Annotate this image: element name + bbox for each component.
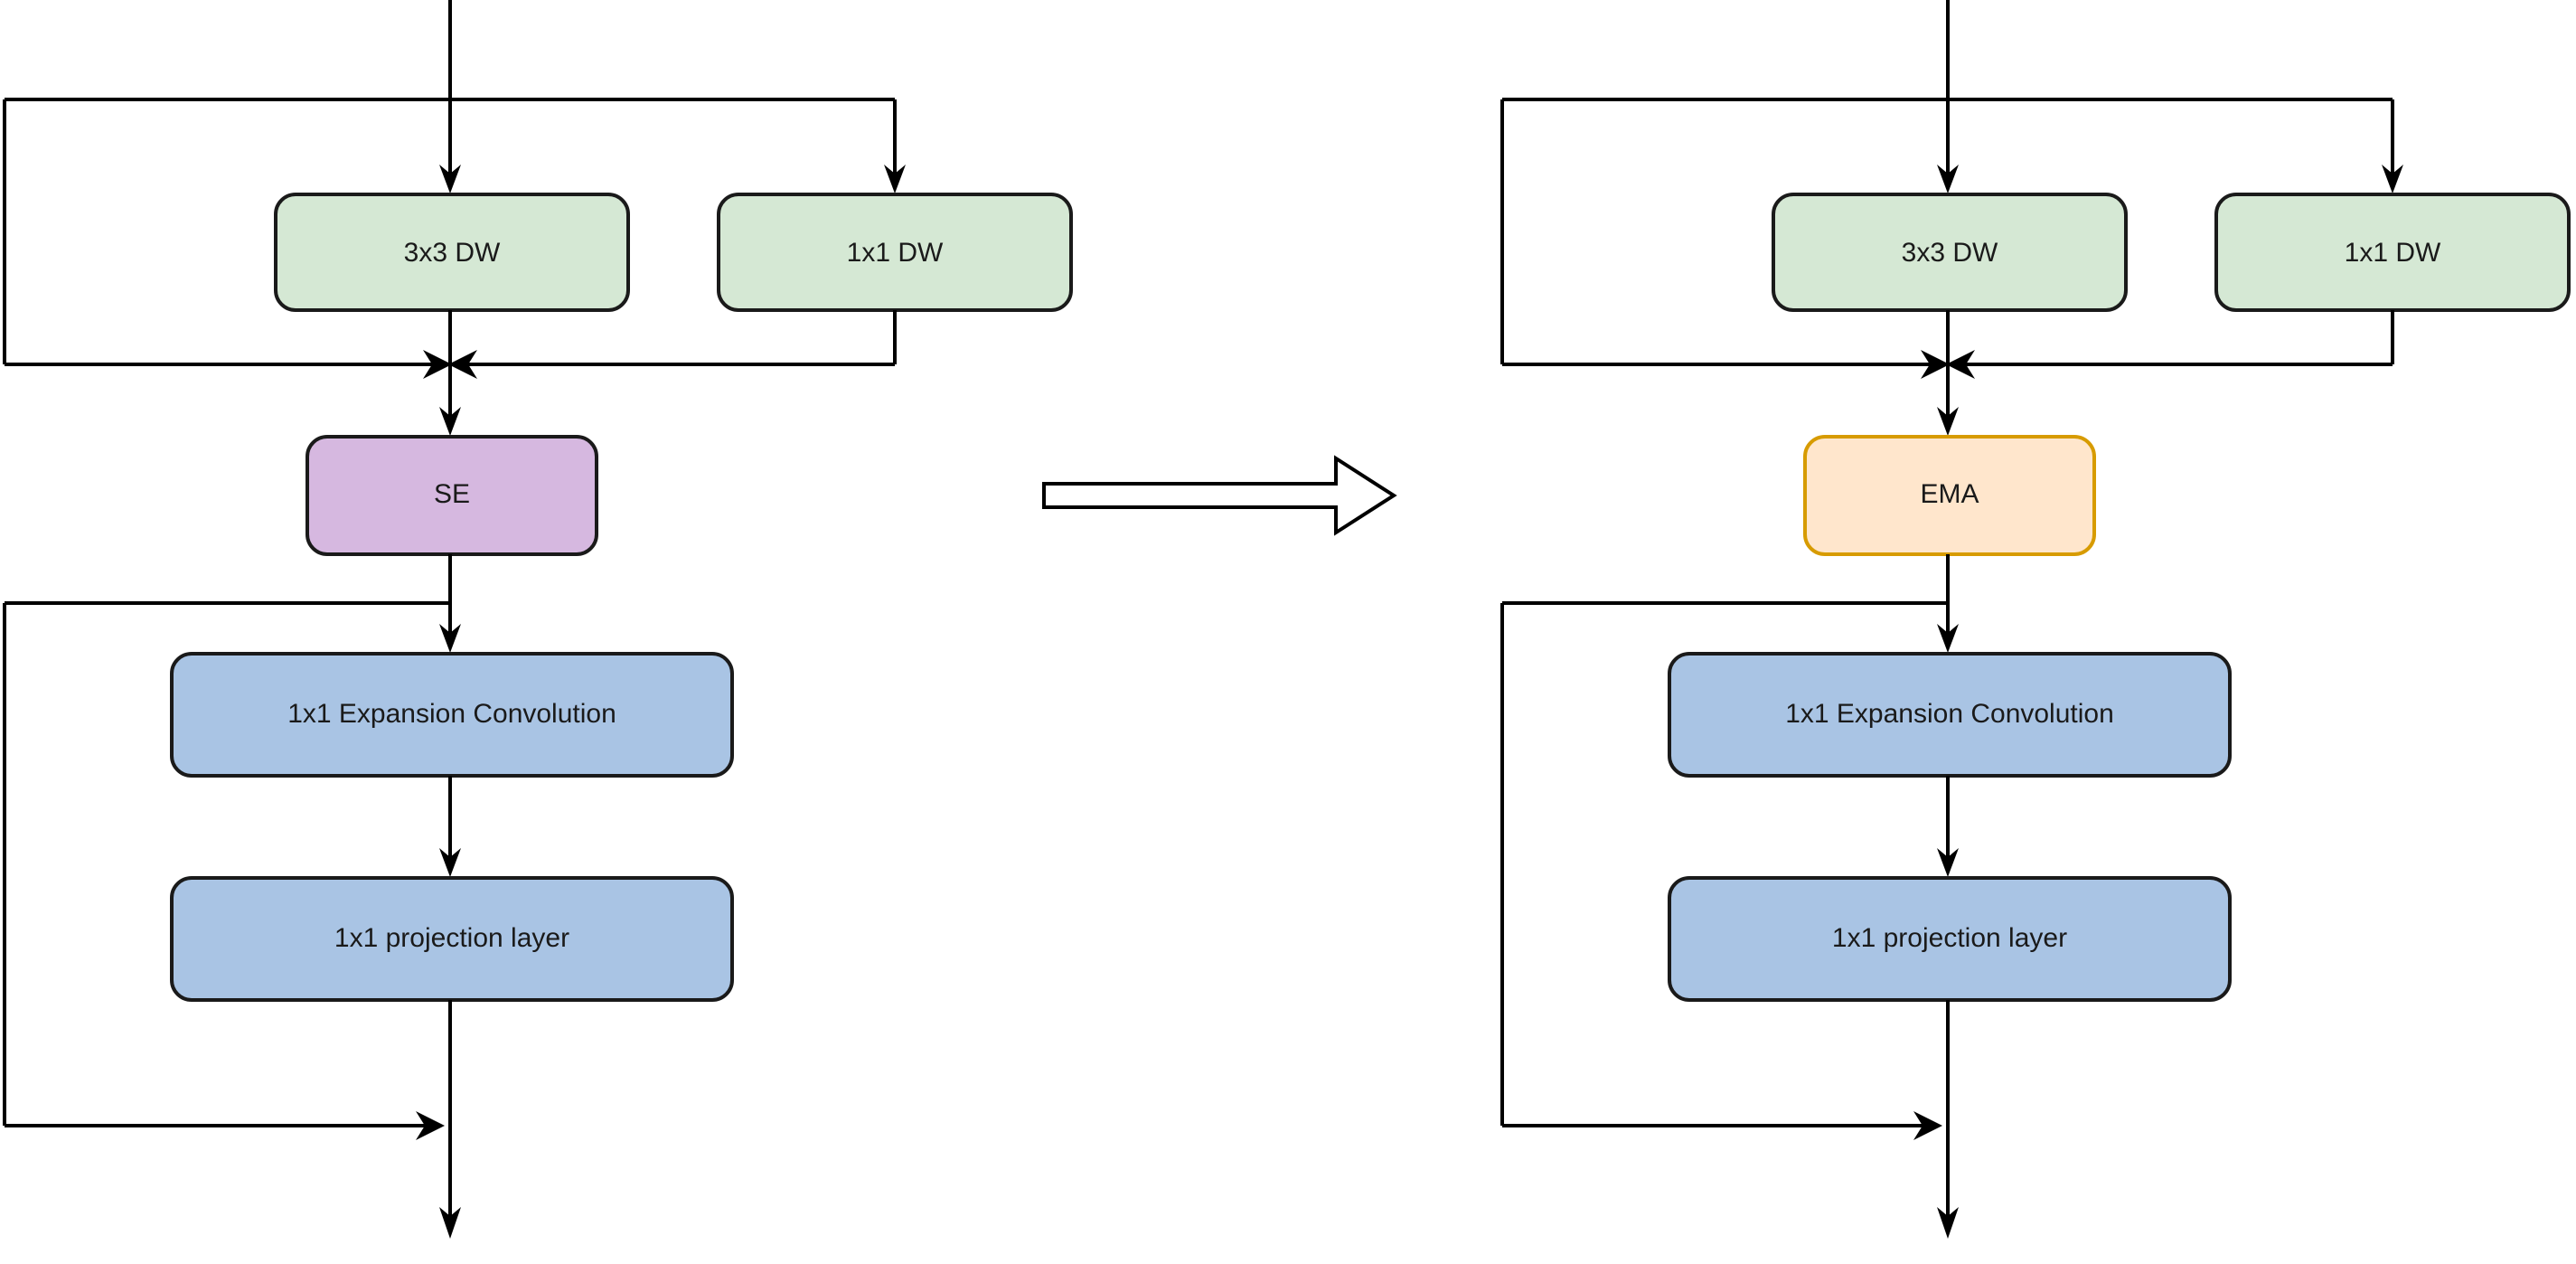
left-branch-arrow-to-1x1dw <box>884 165 906 193</box>
right-block-arrow-icon <box>1042 455 1397 536</box>
right-node-projection-layer-shape[interactable] <box>1668 876 2232 1002</box>
left-node-3x3-dw[interactable]: 3x3 DW <box>274 193 630 312</box>
right-bottom-skip-rail <box>1500 601 1948 1140</box>
right-node-ema-shape[interactable] <box>1803 435 2096 556</box>
left-node-expansion-convolution-shape[interactable] <box>170 652 734 778</box>
right-top-skip-rail <box>1500 98 2394 364</box>
left-node-3x3-dw-shape[interactable] <box>274 193 630 312</box>
right-expansion-to-projection-line <box>1937 776 1959 877</box>
left-node-se[interactable]: SE <box>306 435 598 556</box>
right-1x1dw-out-path <box>1964 310 2394 366</box>
right-branch-arrow-to-1x1dw <box>2382 165 2403 193</box>
left-node-projection-layer[interactable]: 1x1 projection layer <box>170 876 734 1002</box>
left-bottom-skip-rail <box>3 601 450 1140</box>
right-ema-out-line <box>1937 554 1959 653</box>
right-merge-junction <box>1921 350 1975 379</box>
left-merge-to-se-line <box>439 364 461 436</box>
left-panel: 3x3 DW 1x1 DW <box>3 0 1073 1239</box>
left-node-projection-layer-shape[interactable] <box>170 876 734 1002</box>
left-expansion-to-projection-line <box>439 776 461 877</box>
right-node-expansion-convolution[interactable]: 1x1 Expansion Convolution <box>1668 652 2232 778</box>
right-node-3x3-dw[interactable]: 3x3 DW <box>1772 193 2128 312</box>
right-node-expansion-convolution-shape[interactable] <box>1668 652 2232 778</box>
right-input-stem <box>1937 0 1959 193</box>
right-output-line <box>1937 1000 1959 1239</box>
right-node-1x1-dw[interactable]: 1x1 DW <box>2214 193 2571 312</box>
left-node-1x1-dw[interactable]: 1x1 DW <box>717 193 1073 312</box>
left-node-se-shape[interactable] <box>306 435 598 556</box>
transition-arrow <box>1042 455 1397 536</box>
left-node-expansion-convolution[interactable]: 1x1 Expansion Convolution <box>170 652 734 778</box>
right-node-ema[interactable]: EMA <box>1803 435 2096 556</box>
left-top-skip-rail <box>3 98 897 364</box>
left-merge-junction <box>423 350 477 379</box>
right-node-projection-layer[interactable]: 1x1 projection layer <box>1668 876 2232 1002</box>
right-merge-to-ema-line <box>1937 364 1959 436</box>
left-node-1x1-dw-shape[interactable] <box>717 193 1073 312</box>
left-input-stem <box>439 0 461 193</box>
right-panel: 3x3 DW 1x1 DW <box>1500 0 2571 1239</box>
right-node-3x3-dw-shape[interactable] <box>1772 193 2128 312</box>
left-1x1dw-out-path <box>466 310 897 366</box>
left-output-line <box>439 1000 461 1239</box>
right-node-1x1-dw-shape[interactable] <box>2214 193 2571 312</box>
left-se-out-line <box>439 554 461 653</box>
